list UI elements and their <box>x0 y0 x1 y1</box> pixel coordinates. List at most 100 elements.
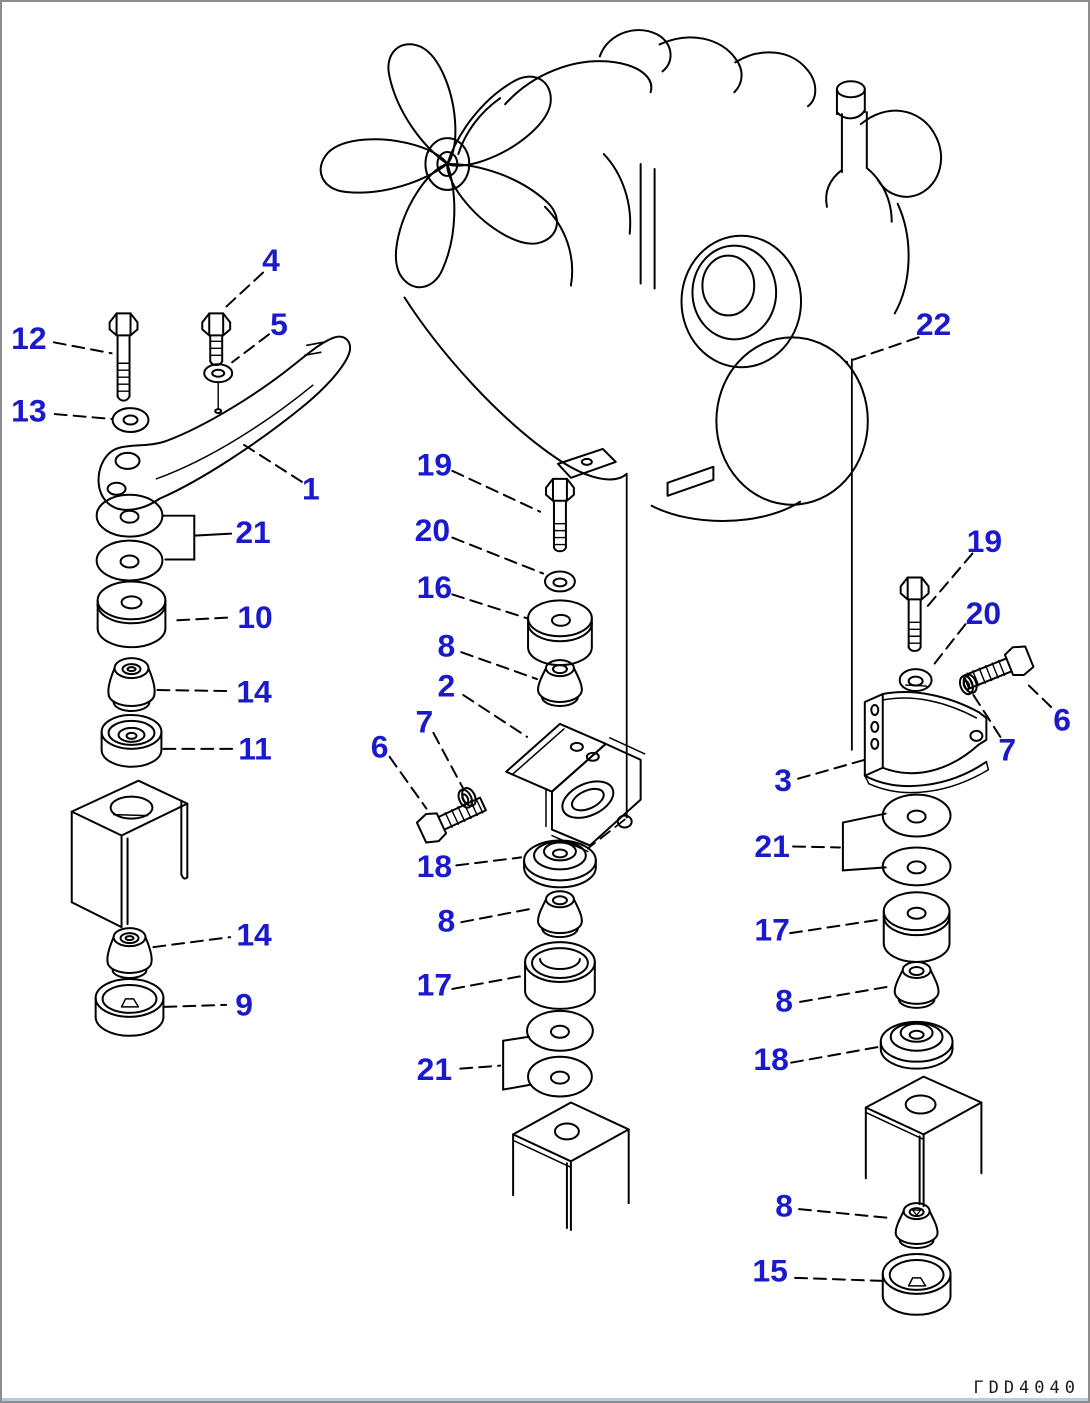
callout-label-20-24: 20 <box>966 595 1001 631</box>
callout-leader-7-16 <box>432 731 465 790</box>
callout-label-8-32: 8 <box>775 1188 793 1224</box>
callout-leader-8-30 <box>799 984 894 1003</box>
callout-label-1-4: 1 <box>302 470 320 506</box>
callout-leader-21-5 <box>193 532 233 537</box>
part-8-rubber-center-top <box>537 659 583 707</box>
callout-leader-20-24 <box>931 623 967 668</box>
part-21-washers-left <box>95 493 164 582</box>
callout-leader-9-10 <box>163 1003 228 1008</box>
callout-label-14-9: 14 <box>236 917 272 953</box>
part-7-washer-center <box>457 787 477 809</box>
left-u-bracket <box>70 779 189 929</box>
callout-leader-8-14 <box>460 651 539 681</box>
callout-leader-17-29 <box>789 918 884 935</box>
engine-assembly <box>315 29 943 850</box>
part-18-cushion-right <box>879 1020 954 1070</box>
part-17-cushion-right <box>882 891 951 964</box>
callout-leader-7-26 <box>972 694 1002 738</box>
callout-leader-21-21 <box>459 1064 502 1070</box>
callout-label-3-27: 3 <box>774 762 792 798</box>
callout-label-21-21: 21 <box>417 1051 452 1087</box>
part-12-bolt <box>108 312 139 402</box>
part-13-washer <box>111 407 150 433</box>
callout-label-6-17: 6 <box>371 728 389 764</box>
callout-leader-12-0 <box>52 341 113 355</box>
callout-label-16-13: 16 <box>417 569 452 605</box>
part-8-rubber-center-mid <box>537 890 583 939</box>
callout-label-8-19: 8 <box>437 903 455 939</box>
part-19-bolt-right <box>899 576 930 652</box>
callout-label-12-0: 12 <box>11 320 46 356</box>
callout-leader-21-28 <box>841 812 887 872</box>
part-20-washer-center <box>544 570 576 593</box>
part-3-bracket <box>863 691 990 794</box>
right-mount-column <box>863 576 1035 1316</box>
part-2-bracket <box>505 722 646 853</box>
callout-leader-22-22 <box>844 336 920 364</box>
part-1-bracket-arm <box>97 335 352 511</box>
callout-leader-6-25 <box>1023 680 1053 708</box>
callout-leader-21-28 <box>792 845 841 849</box>
callout-label-9-10: 9 <box>235 986 253 1022</box>
callout-label-11-8: 11 <box>238 730 272 766</box>
callout-leader-10-6 <box>176 616 235 622</box>
part-6-bolt-center <box>415 796 487 844</box>
callout-label-15-33: 15 <box>752 1252 787 1288</box>
callout-label-7-16: 7 <box>416 703 434 739</box>
part-18-cushion-center <box>523 839 597 889</box>
callout-label-17-29: 17 <box>754 912 789 948</box>
callout-leader-18-31 <box>790 1045 881 1064</box>
callout-label-5-3: 5 <box>270 306 288 342</box>
engine-mount-boss <box>556 447 715 497</box>
part-21-washers-right <box>881 793 952 887</box>
callout-label-13-1: 13 <box>11 393 46 429</box>
part-11-cup <box>100 713 163 768</box>
left-mount-column <box>70 312 352 1037</box>
callout-leader-17-20 <box>451 974 524 990</box>
part-17-cup-center <box>524 941 596 1010</box>
filler-neck <box>825 80 893 223</box>
callout-leader-2-15 <box>462 694 529 738</box>
callout-leader-14-7 <box>156 689 233 693</box>
callout-leader-20-12 <box>451 536 545 575</box>
part-15-cup <box>881 1252 952 1316</box>
reference-lines <box>586 358 853 850</box>
part-19-bolt-center <box>545 477 575 553</box>
cooling-fan-icon <box>315 33 569 292</box>
callout-leader-5-3 <box>231 333 271 364</box>
callout-label-2-15: 2 <box>437 668 455 704</box>
callout-label-19-23: 19 <box>967 523 1002 559</box>
callout-label-7-26: 7 <box>998 731 1016 767</box>
callout-leader-1-4 <box>243 443 303 483</box>
part-10-cushion <box>96 580 167 649</box>
callout-leader-8-32 <box>798 1208 892 1220</box>
callout-leader-19-11 <box>451 469 542 513</box>
part-14-rubber-upper <box>107 657 156 712</box>
callout-leader-21-21 <box>502 1035 533 1091</box>
callout-leader-8-19 <box>460 907 536 924</box>
part-14-rubber-lower <box>106 927 153 979</box>
part-8-rubber-bottom <box>894 1202 939 1249</box>
flywheel-housing <box>680 234 869 506</box>
callout-leader-21-5 <box>161 514 196 561</box>
callout-label-19-11: 19 <box>417 446 452 482</box>
callout-leader-14-9 <box>152 936 232 949</box>
callout-label-6-25: 6 <box>1053 701 1071 737</box>
callout-label-8-30: 8 <box>775 982 793 1018</box>
part-9-cup <box>94 977 165 1037</box>
part-4-bolt <box>201 312 232 366</box>
callout-label-10-6: 10 <box>237 599 272 635</box>
callout-label-17-20: 17 <box>417 966 452 1002</box>
bottom-edge-line <box>2 1398 1088 1401</box>
callout-leader-16-13 <box>451 593 529 620</box>
callout-leader-6-17 <box>388 755 428 810</box>
callout-label-18-18: 18 <box>417 848 452 884</box>
part-21-washers-center <box>526 1009 594 1098</box>
callout-leader-18-18 <box>455 856 523 867</box>
center-box-bracket <box>512 1101 630 1232</box>
callout-leader-19-23 <box>925 552 974 609</box>
callout-label-4-2: 4 <box>262 242 280 278</box>
callout-leader-15-33 <box>794 1276 884 1282</box>
